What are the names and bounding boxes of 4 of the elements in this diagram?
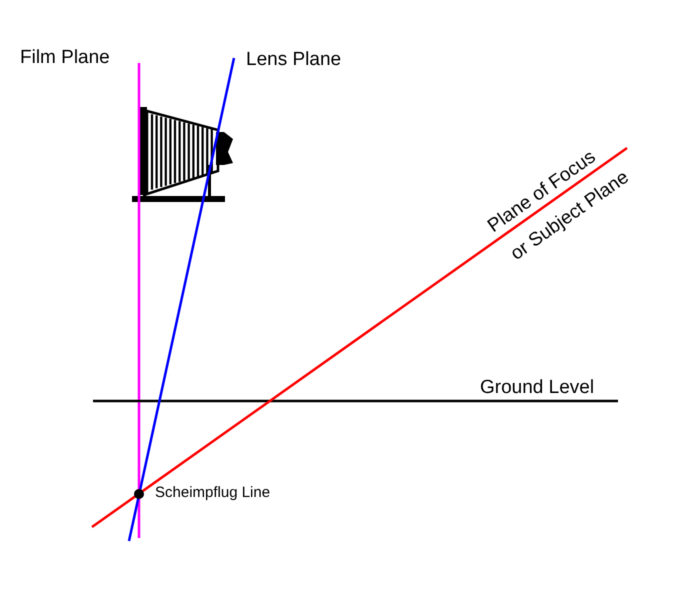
line-label: Film Plane xyxy=(20,46,110,70)
line-label: Ground Level xyxy=(480,376,594,400)
line-label: Lens Plane xyxy=(246,48,342,72)
line-label: Scheimpflug Line xyxy=(155,484,270,503)
